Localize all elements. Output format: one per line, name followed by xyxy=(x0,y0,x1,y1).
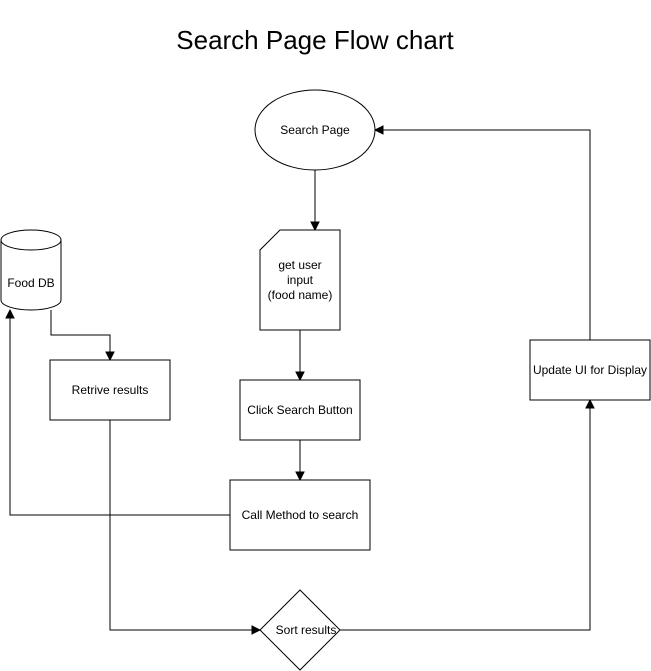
retrive-results-label: Retrive results xyxy=(72,383,149,397)
click-search-button-rect xyxy=(239,379,361,441)
edge-retrive-results-to-sort-results xyxy=(109,420,254,631)
click-search-button-label: Click Search Button xyxy=(247,403,352,417)
node-sort-results[interactable]: Sort results xyxy=(259,589,341,671)
get-user-input-label-line-3: (food name) xyxy=(268,288,333,302)
arrowhead-retrive-results xyxy=(105,351,115,362)
arrowhead-update-ui xyxy=(585,398,595,409)
arrowhead-call-method xyxy=(295,471,305,482)
node-retrive-results[interactable]: Retrive results xyxy=(49,359,171,421)
food-db-cylinder-body xyxy=(0,240,62,311)
arrowhead-food-db xyxy=(5,308,15,319)
node-call-method[interactable]: Call Method to search xyxy=(229,479,371,551)
arrowhead-get-user-input xyxy=(310,221,320,232)
arrowhead-sort-results xyxy=(251,625,262,635)
get-user-input-label-line-2: input xyxy=(287,273,314,287)
retrive-results-rect xyxy=(49,359,171,421)
sort-results-label: Sort results xyxy=(276,623,337,637)
search-page-ellipse xyxy=(254,89,376,171)
get-user-input-label-line-1: get user xyxy=(278,258,321,272)
diagram-title: Search Page Flow chart xyxy=(176,25,454,55)
update-ui-label: Update UI for Display xyxy=(533,363,647,377)
node-click-search-button[interactable]: Click Search Button xyxy=(239,379,361,441)
edge-sort-results-to-update-ui xyxy=(340,406,591,631)
food-db-label: Food DB xyxy=(7,276,54,290)
arrowhead-click-search xyxy=(295,371,305,382)
edges xyxy=(5,125,595,635)
get-user-input-card xyxy=(259,229,341,331)
call-method-label: Call Method to search xyxy=(242,508,359,522)
node-food-db[interactable]: Food DB xyxy=(0,229,62,311)
node-get-user-input[interactable]: get user input (food name) xyxy=(259,229,341,331)
search-page-label: Search Page xyxy=(280,123,350,137)
call-method-rect xyxy=(229,479,371,551)
arrowhead-search-page xyxy=(373,125,384,135)
edge-call-method-to-food-db xyxy=(9,316,230,516)
sort-results-diamond xyxy=(259,589,341,671)
edge-update-ui-to-search-page xyxy=(381,129,591,340)
food-db-cylinder-top xyxy=(0,229,62,251)
edge-food-db-to-retrive-results xyxy=(50,310,111,354)
update-ui-rect xyxy=(529,339,651,401)
node-update-ui[interactable]: Update UI for Display xyxy=(529,339,651,401)
node-search-page[interactable]: Search Page xyxy=(254,89,376,171)
